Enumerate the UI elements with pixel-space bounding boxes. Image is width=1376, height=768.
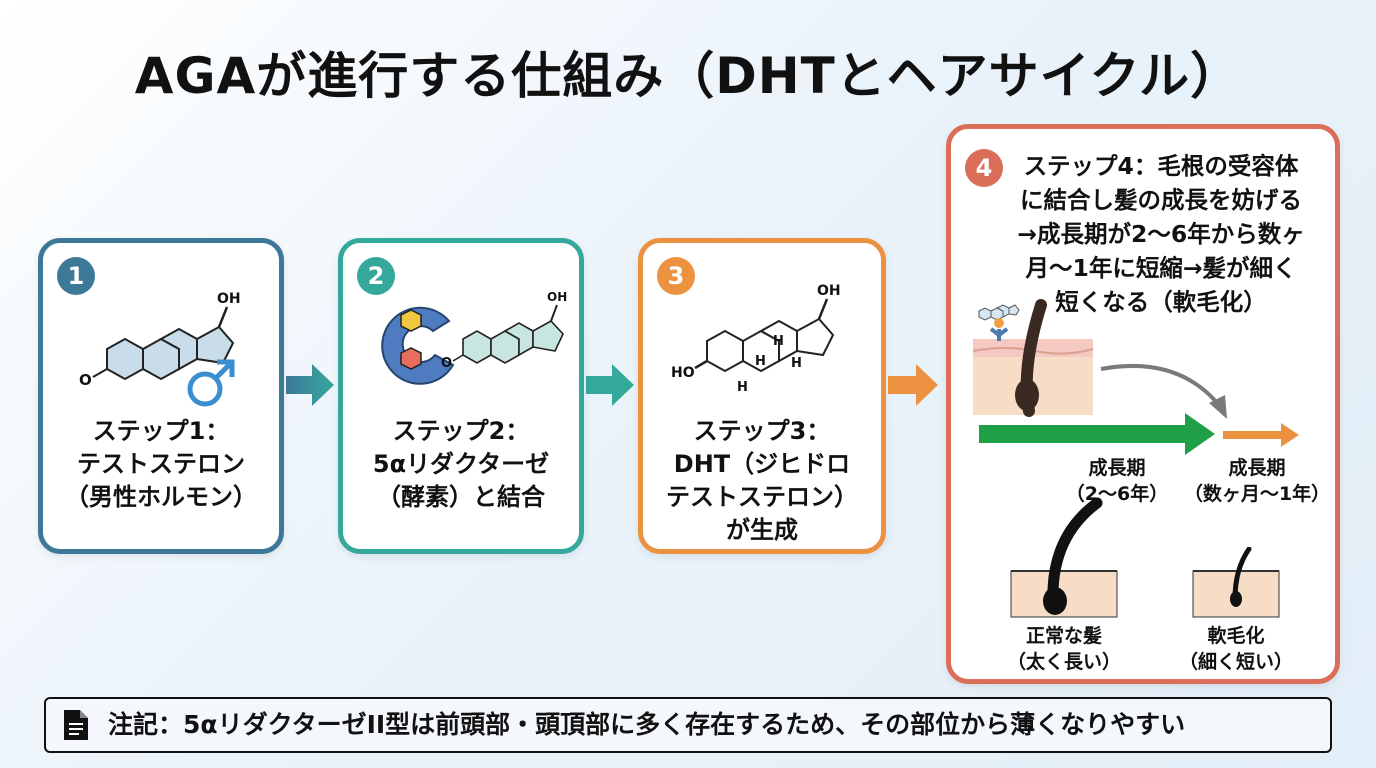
enzyme-icon [381,306,455,385]
svg-text:O: O [441,356,452,371]
arrow-step3-to-step4 [888,364,938,406]
svg-text:OH: OH [217,291,241,307]
male-symbol-icon [187,359,235,407]
dht-molecule: OH HO H H H H [671,283,841,395]
note-box: 注記：5αリダクターゼII型は前頭部・頭頂部に多く存在するため、その部位から薄く… [44,697,1332,753]
arrow-step1-to-step2 [286,364,334,406]
svg-text:H: H [755,354,766,369]
step2-badge: 2 [357,257,395,295]
arrow-step2-to-step3 [586,364,634,406]
svg-text:OH: OH [547,290,567,304]
step2-card: 2 OH O ステップ2： 5αリダクターゼ （酵素）と結合 [338,238,584,554]
svg-text:OH: OH [817,283,841,299]
step1-card: 1 OH O ステップ1： テストステロン （男性ホルモン） [38,238,284,554]
normal-hair-illustration [1010,497,1118,618]
growth-bar-normal [979,413,1215,455]
svg-text:H: H [737,380,748,395]
step3-text: ステップ3： DHT（ジヒドロ テストステロン） が生成 [666,417,858,544]
svg-text:H: H [773,334,784,349]
svg-text:O: O [79,371,92,389]
growth-bar-short [1223,423,1299,447]
document-icon [64,710,88,740]
vellus-hair-label: 軟毛化 （細く短い） [1178,625,1293,673]
step3-card: 3 OH HO H H H H ステップ3： DHT（ジヒドロ テストステロン）… [638,238,886,554]
step3-badge: 3 [657,257,695,295]
step1-text: ステップ1： テストステロン （男性ホルモン） [65,417,257,511]
vellus-hair-illustration [1192,547,1280,618]
testosterone-molecule: OH O [79,291,241,389]
normal-hair-label: 正常な髪 （太く長い） [1006,625,1121,673]
curved-arrow [1100,364,1227,419]
page-title: AGAが進行する仕組み（DHTとヘアサイクル） [134,47,1242,105]
step4-card: 4 ステップ4：毛根の受容体 に結合し髪の成長を妨げる →成長期が2〜6年から数… [946,124,1340,684]
step4-text: ステップ4：毛根の受容体 に結合し髪の成長を妨げる →成長期が2〜6年から数ヶ … [1017,152,1305,316]
step1-badge: 1 [57,257,95,295]
note-text: 注記：5αリダクターゼII型は前頭部・頭頂部に多く存在するため、その部位から薄く… [108,710,1186,739]
svg-text:H: H [791,356,802,371]
step2-text: ステップ2： 5αリダクターゼ （酵素）と結合 [372,417,550,511]
step4-badge: 4 [965,149,1003,187]
growth-normal-label: 成長期 （2〜6年） [1065,457,1169,505]
svg-text:HO: HO [671,365,695,381]
growth-short-label: 成長期 （数ヶ月〜1年） [1183,457,1331,505]
follicle-receptor-illustration [972,299,1094,417]
testosterone-molecule-small: OH O [441,290,567,371]
